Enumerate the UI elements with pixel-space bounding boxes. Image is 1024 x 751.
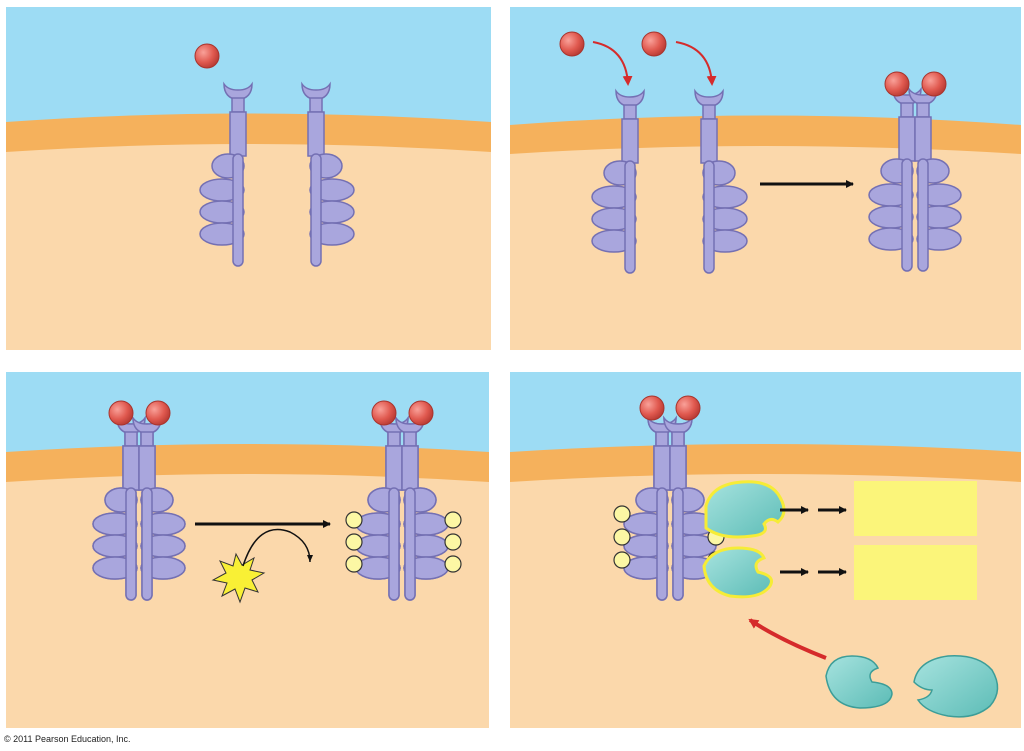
panel-3-autophosphorylation [6, 372, 489, 728]
cellular-response-box [854, 481, 977, 536]
signal-molecule [640, 396, 664, 420]
signal-molecule [372, 401, 396, 425]
signal-molecule [146, 401, 170, 425]
signal-molecule [885, 72, 909, 96]
signal-molecule [409, 401, 433, 425]
panel-2-ligand-binding-dimerization [510, 7, 1021, 350]
signal-molecule [560, 32, 584, 56]
inactive-relay-protein-icon [914, 656, 998, 717]
signal-molecule [109, 401, 133, 425]
signal-molecule [642, 32, 666, 56]
signal-molecule [676, 396, 700, 420]
signal-molecule [195, 44, 219, 68]
copyright-notice: © 2011 Pearson Education, Inc. [4, 734, 131, 744]
signal-molecule [922, 72, 946, 96]
relay-protein-icon [704, 548, 772, 597]
panel-1-inactive-receptors [6, 7, 491, 350]
panel-4-relay-protein-activation [510, 372, 1021, 728]
cellular-response-box [854, 545, 977, 600]
